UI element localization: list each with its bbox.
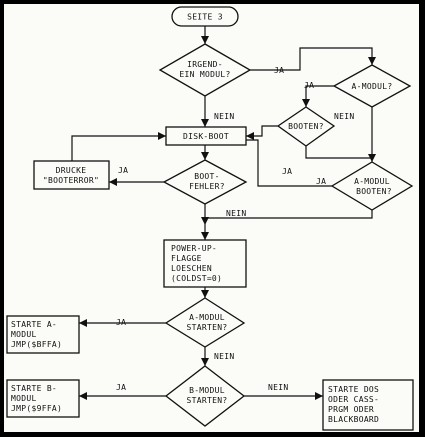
process-start-a-line-2: MODUL bbox=[11, 330, 37, 339]
arrowhead bbox=[109, 178, 117, 186]
process-print-error bbox=[33, 160, 110, 190]
decision-any-module-line-2: EIN MODUL? bbox=[179, 70, 230, 79]
arrowhead bbox=[201, 119, 209, 127]
edge-a-booten-nein bbox=[205, 210, 373, 219]
process-start-b-line-2: MODUL bbox=[11, 394, 37, 403]
edge-label-a-module-ja: JA bbox=[304, 81, 314, 90]
arrowhead bbox=[201, 232, 209, 240]
decision-a-start bbox=[164, 297, 246, 348]
process-start-a-line-3: JMP($BFFA) bbox=[11, 340, 62, 349]
process-start-dos-line-2: ODER CASS- bbox=[328, 395, 379, 404]
decision-a-start-line-2: STARTEN? bbox=[187, 323, 228, 332]
decision-booten-label: BOOTEN? bbox=[288, 122, 324, 131]
decision-a-module bbox=[332, 64, 412, 108]
decision-boot-error-line-2: FEHLER? bbox=[189, 182, 225, 191]
process-start-dos-line-1: STARTE DOS bbox=[328, 385, 379, 394]
process-start-a-line-1: STARTE A- bbox=[11, 320, 57, 329]
arrowhead bbox=[201, 152, 209, 160]
decision-a-module-booten bbox=[330, 161, 414, 211]
process-start-dos-line-4: BLACKBOARD bbox=[328, 415, 379, 424]
process-start-a bbox=[6, 315, 80, 354]
arrowhead bbox=[201, 290, 209, 298]
arrowhead bbox=[201, 36, 209, 44]
decision-booten bbox=[276, 106, 336, 147]
edge-label-a-start-nein: NEIN bbox=[214, 352, 234, 361]
process-powerup bbox=[163, 239, 247, 288]
decision-boot-error-line-1: BOOT- bbox=[194, 172, 220, 181]
decision-b-start-line-2: STARTEN? bbox=[187, 396, 228, 405]
arrowhead bbox=[315, 392, 323, 400]
arrowhead bbox=[246, 132, 254, 140]
process-start-b-line-3: JMP($9FFA) bbox=[11, 404, 62, 413]
decision-a-module-label: A-MODUL? bbox=[352, 82, 393, 91]
decision-a-start-line-1: A-MODUL bbox=[189, 313, 225, 322]
process-disk-boot bbox=[165, 126, 247, 146]
arrowhead bbox=[302, 99, 310, 107]
process-start-dos bbox=[322, 379, 414, 431]
arrowhead bbox=[201, 217, 209, 225]
arrowhead bbox=[368, 154, 376, 162]
edge-label-b-start-ja: JA bbox=[116, 383, 126, 392]
arrowhead bbox=[158, 132, 166, 140]
edge-any-module-ja bbox=[250, 47, 373, 71]
decision-boot-error bbox=[162, 159, 248, 205]
edge-label-a-start-ja: JA bbox=[116, 318, 126, 327]
process-print-error-line-2: "BOOTERROR" bbox=[43, 176, 99, 185]
edge-label-any-module-ja: JA bbox=[274, 66, 284, 75]
arrowhead bbox=[79, 319, 87, 327]
decision-a-module-booten-line-2: BOOTEN? bbox=[356, 187, 392, 196]
decision-a-module-booten-line-1: A-MODUL bbox=[354, 177, 390, 186]
process-print-error-line-1: DRUCKE bbox=[56, 166, 87, 175]
edge-label-boot-error-ja: JA bbox=[118, 166, 128, 175]
edge-label-booten-ja: JA bbox=[282, 167, 292, 176]
process-start-b-line-1: STARTE B- bbox=[11, 384, 57, 393]
process-powerup-line-3: LOESCHEN bbox=[171, 264, 212, 273]
arrowhead bbox=[79, 392, 87, 400]
edge-print-error-to-disk-boot bbox=[71, 135, 166, 161]
process-powerup-line-4: (COLDST=0) bbox=[171, 274, 222, 283]
edge-label-any-module-nein: NEIN bbox=[214, 112, 234, 121]
process-powerup-line-2: FLAGGE bbox=[171, 254, 202, 263]
decision-any-module-line-1: IRGEND- bbox=[187, 60, 223, 69]
decision-b-start bbox=[164, 365, 246, 427]
edge-label-b-start-nein: NEIN bbox=[268, 383, 288, 392]
arrowhead bbox=[368, 57, 376, 65]
process-start-b bbox=[6, 379, 80, 418]
start-terminal-label: SEITE 3 bbox=[187, 13, 223, 22]
edge-booten-ja bbox=[305, 146, 372, 159]
edge-label-a-booten-ja: JA bbox=[316, 177, 326, 186]
arrowhead bbox=[201, 358, 209, 366]
process-disk-boot-label: DISK-BOOT bbox=[183, 132, 229, 141]
process-start-dos-line-3: PRGM ODER bbox=[328, 405, 374, 414]
process-powerup-line-1: POWER-UP- bbox=[171, 244, 217, 253]
decision-any-module bbox=[158, 43, 252, 97]
decision-b-start-line-1: B-MODUL bbox=[189, 386, 225, 395]
edge-a-booten-ja bbox=[246, 139, 332, 187]
edge-label-a-booten-nein: NEIN bbox=[226, 209, 246, 218]
start-terminal bbox=[171, 6, 239, 27]
edge-label-a-module-nein: NEIN bbox=[334, 112, 354, 121]
